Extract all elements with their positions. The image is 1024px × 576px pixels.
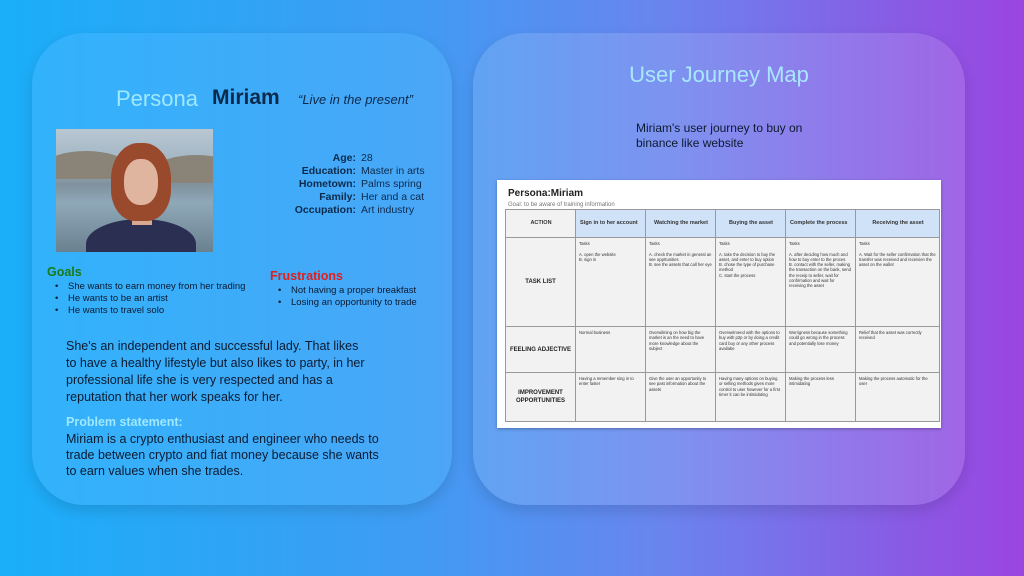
info-label: Hometown: <box>298 178 356 190</box>
goal-item: He wants to be an artist <box>53 293 245 305</box>
table-cell: Tasks A. check the market in general an … <box>645 237 716 327</box>
table-cell: Having a remember sing in to enter faste… <box>575 372 646 422</box>
action-header: ACTION <box>505 209 576 238</box>
table-cell: Overwilming on how big the market is an … <box>645 326 716 373</box>
info-value: Her and a cat <box>361 191 425 203</box>
table-cell: Tasks A. open the website B. sign in <box>575 237 646 327</box>
info-value: Master in arts <box>361 165 425 177</box>
stage-header: Watching the market <box>645 209 716 238</box>
goals-list: She wants to earn money from her trading… <box>53 281 245 317</box>
stage-header: Sign in to her account <box>575 209 646 238</box>
info-row: Occupation: Art industry <box>250 204 425 217</box>
info-value: 28 <box>361 152 373 164</box>
frustrations-list: Not having a proper breakfastLosing an o… <box>276 285 417 309</box>
info-label: Education: <box>301 165 356 177</box>
info-value: Art industry <box>361 204 415 216</box>
table-cell: Making the process automatic for the use… <box>855 372 940 422</box>
row-label: FEELING ADJECTIVE <box>505 326 576 373</box>
goal-item: She wants to earn money from her trading <box>53 281 245 293</box>
journey-title: User Journey Map <box>629 62 809 87</box>
info-row: Family: Her and a cat <box>250 191 425 204</box>
table-cell: Tasks A. Wait for the seller confirmatio… <box>855 237 940 327</box>
goals-heading: Goals <box>47 265 82 279</box>
persona-description: She's an independent and successful lady… <box>66 339 365 404</box>
goal-item: He wants to travel solo <box>53 305 245 317</box>
problem-heading: Problem statement: <box>66 415 183 429</box>
stage-header: Complete the process <box>785 209 856 238</box>
info-row: Education: Master in arts <box>250 165 425 178</box>
stage-header: Buying the asset <box>715 209 786 238</box>
table-cell: Normal business <box>575 326 646 373</box>
table-cell: Relief that the asset was correctly rece… <box>855 326 940 373</box>
info-row: Age: 28 <box>250 152 425 165</box>
table-cell: Give the user an opportunity to see past… <box>645 372 716 422</box>
table-cell: Worrigness because something could go wr… <box>785 326 856 373</box>
stage-header: Receiving the asset <box>855 209 940 238</box>
problem-statement: Miriam is a crypto enthusiast and engine… <box>66 432 379 478</box>
persona-card <box>32 33 452 505</box>
info-row: Hometown: Palms spring <box>250 178 425 191</box>
row-label: TASK LIST <box>505 237 576 327</box>
table-cell: Having many options on buying or selling… <box>715 372 786 422</box>
persona-title: Persona <box>116 86 198 111</box>
frustration-item: Not having a proper breakfast <box>276 285 417 297</box>
info-label: Occupation: <box>294 204 356 216</box>
persona-photo <box>56 129 213 252</box>
info-value: Palms spring <box>361 178 422 190</box>
frustrations-heading: Frustrations <box>270 269 343 283</box>
table-cell: Overwelmend with the options to buy with… <box>715 326 786 373</box>
journey-map-sheet: Persona:Miriam Goal: to be aware of trai… <box>497 180 941 428</box>
table-cell: Tasks A. take the decision to buy the as… <box>715 237 786 327</box>
table-cell: Making the process less intimidating <box>785 372 856 422</box>
table-cell: Tasks A. after deciding how much and how… <box>785 237 856 327</box>
persona-name: Miriam <box>212 86 280 109</box>
info-label: Age: <box>332 152 356 164</box>
sheet-goal: Goal: to be aware of training informatio… <box>508 202 615 208</box>
row-label: IMPROVEMENT OPPORTUNITIES <box>505 372 576 422</box>
persona-quote: “Live in the present” <box>298 92 413 107</box>
frustration-item: Losing an opportunity to trade <box>276 297 417 309</box>
sheet-title: Persona:Miriam <box>508 188 584 199</box>
info-label: Family: <box>319 191 356 203</box>
journey-description: Miriam's user journey to buy on binance … <box>636 121 803 150</box>
